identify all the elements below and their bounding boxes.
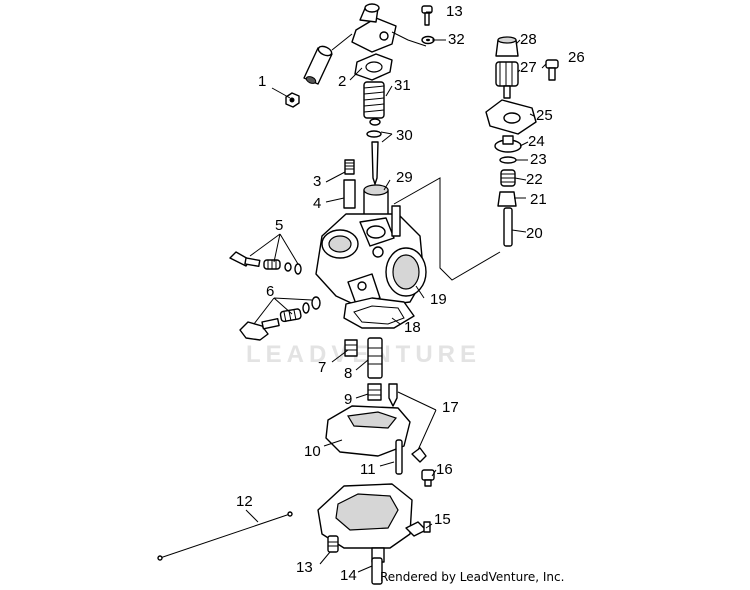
callout-22: 22 [526,171,543,188]
callout-24: 24 [528,133,545,150]
part-jet-7 [344,339,358,357]
callout-12: 12 [236,493,253,510]
callout-28: 28 [520,31,537,48]
part-gasket-18 [343,297,415,329]
callout-26: 26 [568,49,585,66]
rendered-by-credit: Rendered by LeadVenture, Inc. [380,570,565,584]
callout-30: 30 [396,127,413,144]
part-float-10 [325,405,411,457]
part-needle-30 [371,141,379,185]
callout-1: 1 [258,73,266,90]
callout-32: 32 [448,31,465,48]
callout-13-bottom: 13 [296,559,313,576]
part-clip-30 [366,118,382,138]
callout-23: 23 [530,151,547,168]
callout-20: 20 [526,225,543,242]
part-float-valve-17 [388,383,398,407]
leader-lines [245,11,547,573]
callout-17: 17 [442,399,459,416]
callout-6: 6 [266,283,274,300]
part-nut [285,92,300,108]
callout-3: 3 [313,173,321,190]
part-cable-adjuster [303,33,353,85]
callout-31: 31 [394,77,411,94]
part-cable-12 [157,511,293,561]
part-idle-screw-5 [229,251,261,268]
callout-16: 16 [436,461,453,478]
part-washer-5 [284,262,302,275]
watermark-text: LEADVENTURE [246,341,481,368]
part-sleeve-4 [343,179,356,209]
callout-10: 10 [304,443,321,460]
part-screw-16 [421,469,435,487]
callout-25: 25 [536,107,553,124]
part-screw-26 [545,59,559,81]
part-top-cap [351,3,427,53]
part-screw-13-top [421,5,433,26]
callout-5: 5 [275,217,283,234]
part-diaphragm-24 [494,135,522,153]
callout-27: 27 [520,59,537,76]
part-air-screw-6 [239,317,280,341]
part-cap-28 [495,36,519,57]
part-adjuster-27 [495,61,519,99]
callout-2: 2 [338,73,346,90]
part-washer-32 [421,35,435,45]
callout-15: 15 [434,511,451,528]
callout-8: 8 [344,365,352,382]
callout-11: 11 [360,461,376,478]
part-gasket-2 [354,53,393,81]
part-spring-22 [500,169,516,187]
part-drain-tube-14 [371,557,383,585]
part-main-jet-9 [367,383,382,401]
callout-9: 9 [344,391,352,408]
part-pin-11 [395,439,403,475]
part-washer-6 [302,296,321,314]
part-spring-6 [279,308,302,323]
callout-18: 18 [404,319,421,336]
part-jet-3 [344,159,355,175]
part-screw-13-bottom [327,535,339,553]
callout-21: 21 [530,191,547,208]
callout-19: 19 [430,291,447,308]
part-cover-25 [485,99,537,135]
callout-4: 4 [313,195,321,212]
part-clip-17 [411,447,427,463]
part-emulsion-tube-8 [367,337,383,379]
part-oring-23 [499,156,517,164]
callout-14: 14 [340,567,357,584]
part-plunger-21 [497,191,517,207]
part-spring-5 [263,259,281,270]
callout-13-top: 13 [446,3,463,20]
part-carburetor-body [315,205,427,309]
part-float-bowl [317,483,413,563]
part-needle-20 [503,207,513,247]
part-spring-31 [363,81,385,119]
callout-7: 7 [318,359,326,376]
callout-29: 29 [396,169,413,186]
